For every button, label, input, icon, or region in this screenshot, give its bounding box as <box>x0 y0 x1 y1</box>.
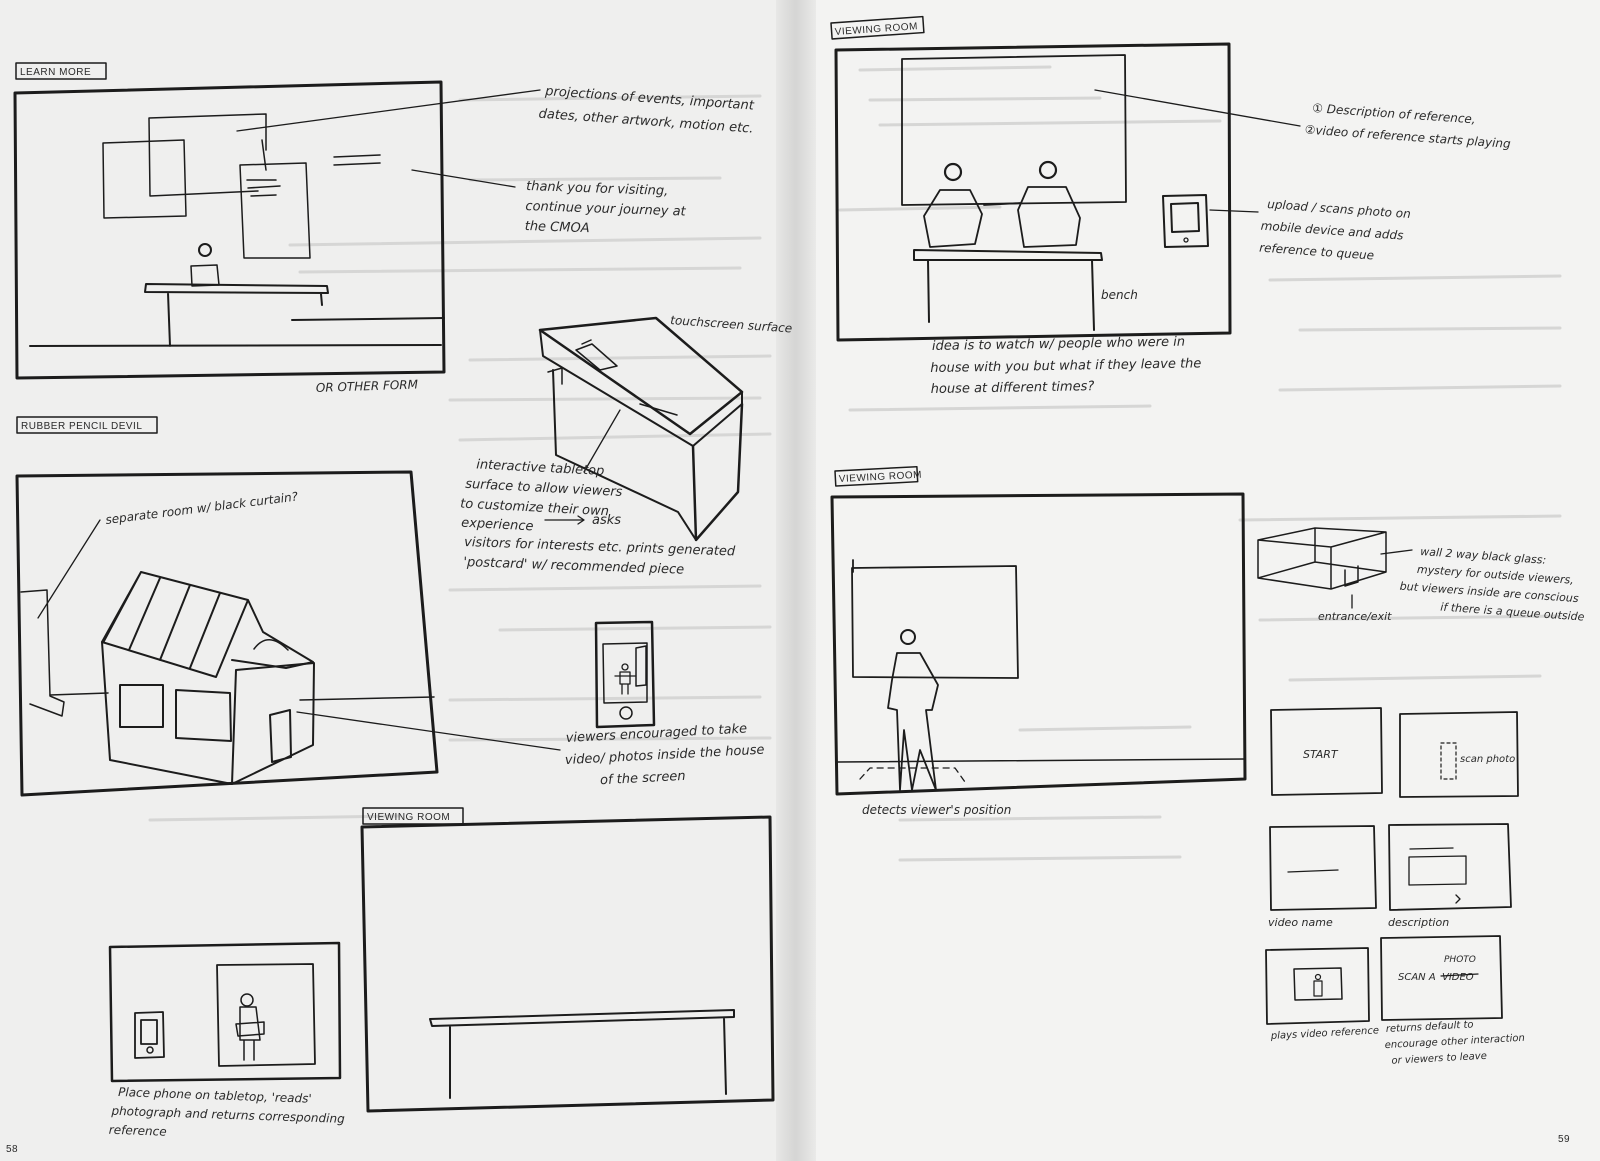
learn-more-label: LEARN MORE <box>20 67 91 78</box>
thumb-video-name-label: video name <box>1268 916 1333 929</box>
entrance-note: entrance/exit <box>1318 610 1392 623</box>
left-page-number: 58 <box>6 1144 18 1155</box>
bench-label: bench <box>1101 288 1138 302</box>
vrb-label: VIEWING ROOM <box>367 812 450 823</box>
thumb-description-label: description <box>1388 916 1449 929</box>
left-page <box>0 0 800 1161</box>
thumb-scan-a-label: SCAN A <box>1398 972 1436 983</box>
rpd-label: RUBBER PENCIL DEVIL <box>21 421 142 432</box>
asks-note: asks <box>592 513 621 528</box>
thumb-start-label: START <box>1303 748 1339 761</box>
gutter-shadow <box>776 0 816 1161</box>
thumb-scan-label: scan photo <box>1460 754 1515 765</box>
right-page-number: 59 <box>1558 1134 1570 1145</box>
right-page <box>795 0 1600 1161</box>
detects-note: detects viewer's position <box>862 803 1011 817</box>
thumb-photo-label: PHOTO <box>1444 955 1476 965</box>
thumb-video-struck-label: VIDEO <box>1442 972 1474 983</box>
